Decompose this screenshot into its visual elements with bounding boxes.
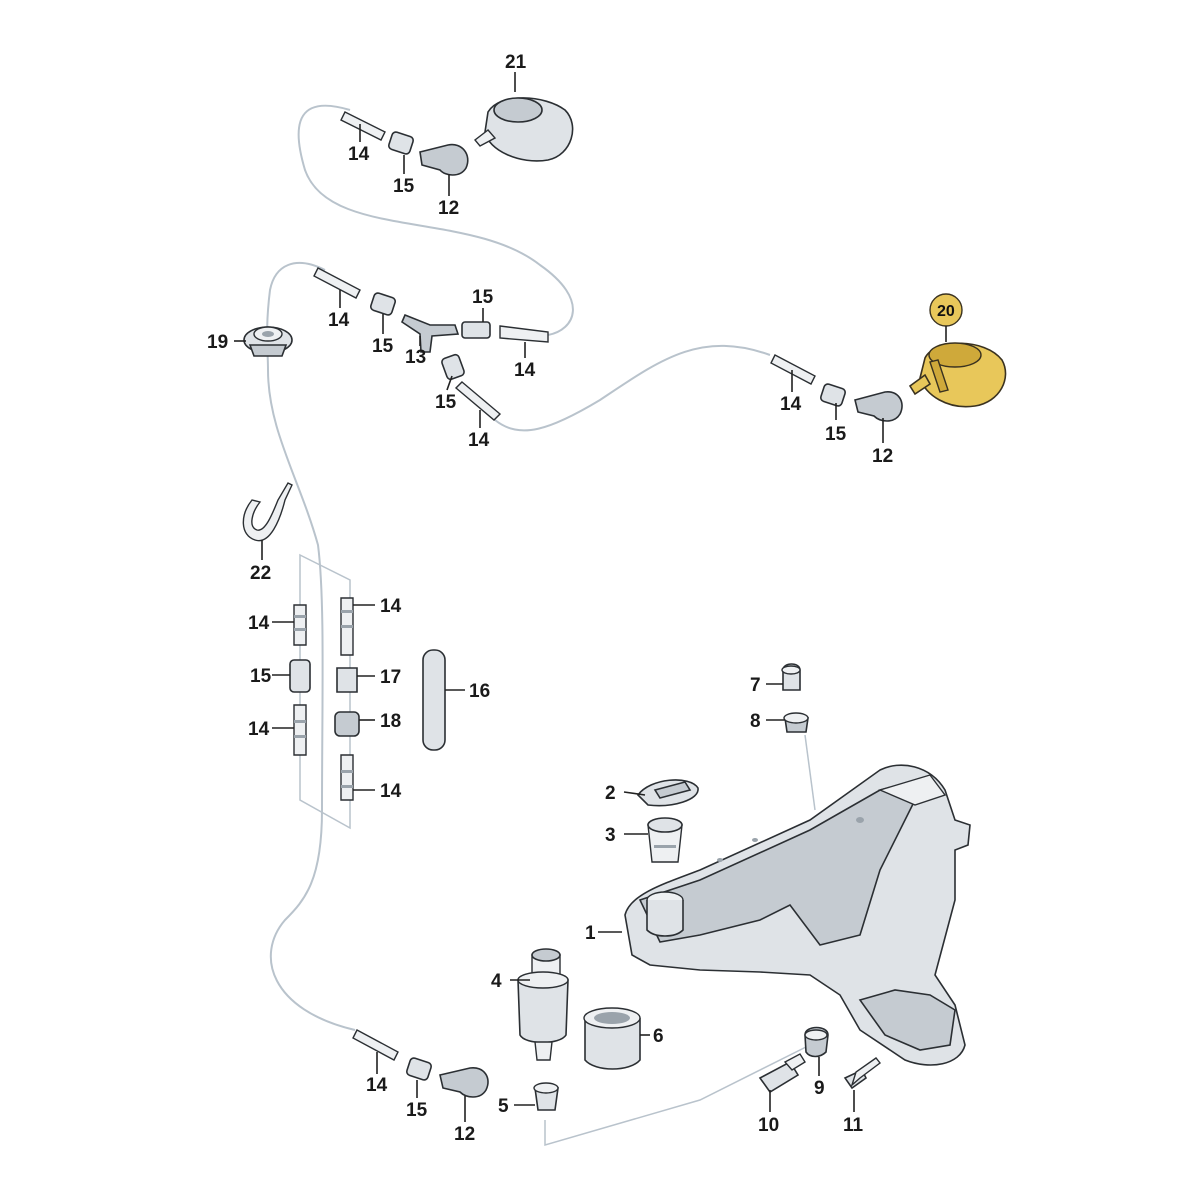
part-22-cable-tie[interactable] [242,482,293,542]
part-6-pump-grommet[interactable] [583,1007,641,1070]
label-20[interactable]: 20 [937,303,955,320]
part-9-grommet[interactable] [804,1026,829,1058]
hose-lines [266,104,821,1146]
label-15[interactable]: 15 [435,392,457,413]
label-11[interactable]: 11 [843,1115,864,1136]
label-16[interactable]: 16 [469,681,490,702]
label-10[interactable]: 10 [758,1115,779,1136]
right-connector-stack[interactable] [334,597,360,801]
label-14[interactable]: 14 [348,144,370,165]
label-1[interactable]: 1 [585,923,596,944]
label-12[interactable]: 12 [872,446,893,467]
label-18[interactable]: 18 [380,711,401,732]
left-connector-stack[interactable] [289,604,311,756]
label-15[interactable]: 15 [250,666,272,687]
label-4[interactable]: 4 [491,971,502,992]
label-14[interactable]: 14 [248,719,270,740]
label-14[interactable]: 14 [328,310,350,331]
label-6[interactable]: 6 [653,1026,664,1047]
label-14[interactable]: 14 [380,781,402,802]
right-connector-group[interactable] [770,354,903,422]
label-13[interactable]: 13 [405,347,426,368]
part-16-protective-sleeve[interactable] [422,649,446,751]
label-15[interactable]: 15 [472,287,494,308]
label-12[interactable]: 12 [438,198,459,219]
part-19-grommet[interactable] [243,326,293,357]
label-8[interactable]: 8 [750,711,761,732]
label-14[interactable]: 14 [780,394,802,415]
part-21-washer-jet[interactable] [473,72,574,162]
top-connector-group[interactable] [340,111,469,176]
middle-connector-group[interactable] [313,267,549,421]
label-15[interactable]: 15 [372,336,394,357]
label-21[interactable]: 21 [505,52,527,73]
part-2-filler-cap[interactable] [636,779,699,807]
label-14[interactable]: 14 [248,613,270,634]
label-14[interactable]: 14 [366,1075,388,1096]
part-5-seal[interactable] [533,1082,559,1111]
label-19[interactable]: 19 [207,332,228,353]
part-20-washer-jet-highlighted[interactable] [908,342,1007,408]
label-17[interactable]: 17 [380,667,401,688]
label-2[interactable]: 2 [605,783,616,804]
label-22[interactable]: 22 [250,563,271,584]
leader-lines [234,124,884,1122]
part-3-strainer[interactable] [647,817,683,863]
label-15[interactable]: 15 [393,176,415,197]
label-9[interactable]: 9 [814,1078,825,1099]
part-number-labels: 21 14 15 12 14 15 15 13 14 15 14 19 20 1… [207,52,955,1145]
label-15[interactable]: 15 [825,424,847,445]
label-7[interactable]: 7 [750,675,761,696]
part-7-cap[interactable] [781,663,801,691]
label-14[interactable]: 14 [514,360,536,381]
part-4-washer-pump[interactable] [517,948,569,1061]
part-10-level-sensor[interactable] [758,1053,806,1094]
label-14[interactable]: 14 [380,596,402,617]
label-14[interactable]: 14 [468,430,490,451]
label-3[interactable]: 3 [605,825,616,846]
label-15[interactable]: 15 [406,1100,428,1121]
bottom-connector-group[interactable] [352,1029,489,1098]
part-11-screw[interactable] [843,1057,881,1090]
part-8-seal[interactable] [783,712,809,733]
label-5[interactable]: 5 [498,1096,509,1117]
label-12[interactable]: 12 [454,1124,475,1145]
part-1-washer-reservoir[interactable] [624,764,971,1066]
